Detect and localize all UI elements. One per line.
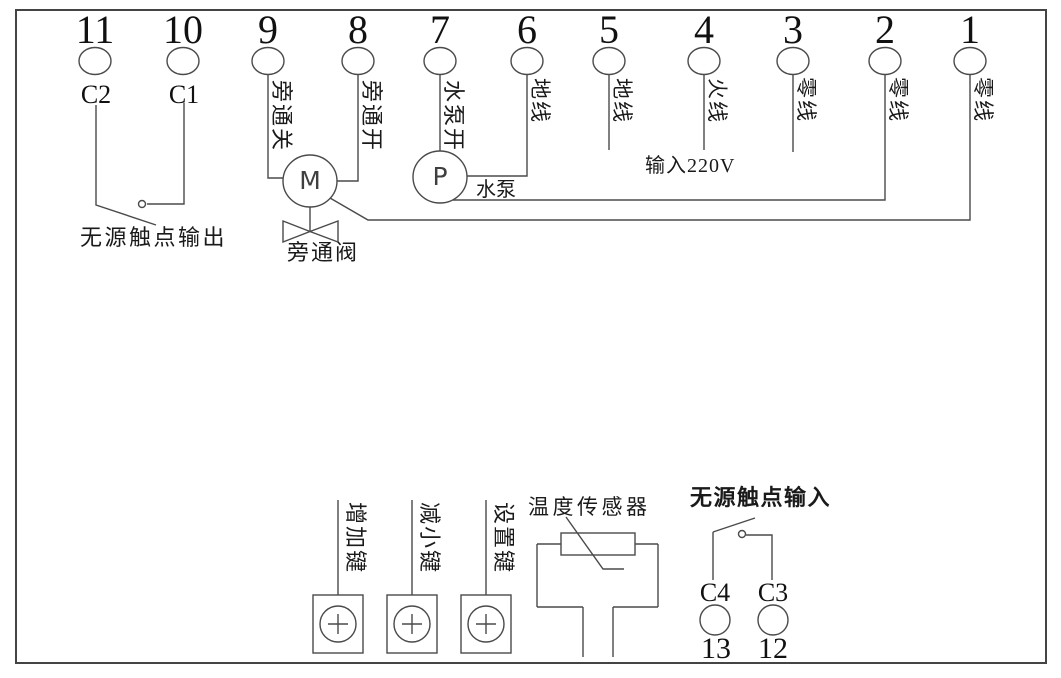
- pump-to-terminal-2-wire: [453, 75, 886, 201]
- valve-bowtie-left: [282, 219, 312, 244]
- terminal-8-label: 旁通开: [359, 80, 384, 153]
- set-button-label: 设置键: [491, 502, 516, 575]
- c1-wire: [147, 103, 185, 205]
- wires-and-symbols: [78, 46, 987, 657]
- terminal-6-label: 地线: [528, 78, 552, 124]
- terminal-7-number: 7: [430, 7, 450, 52]
- motor-letter: M: [299, 166, 321, 195]
- terminal-13-label: C4: [699, 578, 731, 607]
- thermistor-diagonal: [565, 516, 624, 570]
- decrease-button-plus-icon: [402, 614, 422, 634]
- terminal-8-number: 8: [348, 7, 368, 52]
- set-button-plus-icon: [476, 614, 496, 634]
- increase-button-body: [312, 594, 364, 654]
- set-button-body: [460, 594, 512, 654]
- terminal-12-label: C3: [757, 578, 789, 607]
- terminal-9-wire: [267, 75, 283, 179]
- terminal-2-number: 2: [875, 7, 895, 52]
- thermistor-body: [560, 532, 636, 556]
- input-switch-blade: [712, 517, 756, 533]
- terminal-11-circle: [78, 46, 112, 76]
- valve-bowtie-right: [308, 219, 339, 244]
- decrease-button-cap: [393, 605, 431, 643]
- terminal-8-circle: [341, 46, 375, 76]
- dry-contact-input-label: 无源触点输入: [690, 485, 832, 510]
- pump-letter: P: [432, 162, 448, 191]
- increase-button-cap: [319, 605, 357, 643]
- terminal-4-number: 4: [694, 7, 714, 52]
- pump-circle: [412, 150, 468, 204]
- terminal-7-label: 水泵开: [441, 80, 466, 153]
- c2-wire-and-blade: [95, 105, 157, 226]
- terminal-13-circle: [699, 604, 731, 636]
- increase-button-label: 增加键: [343, 502, 368, 575]
- terminal-10-number: 10: [163, 7, 203, 52]
- increase-button-plus-icon: [328, 614, 348, 634]
- temperature-sensor-label: 温度传感器: [528, 495, 651, 519]
- terminal-1-number: 1: [960, 7, 980, 52]
- terminal-11-label: C2: [80, 80, 112, 109]
- terminal-6-circle: [510, 46, 544, 76]
- terminal-6-number: 6: [517, 7, 537, 52]
- dry-contact-output-label: 无源触点输出: [80, 225, 228, 250]
- terminal-9-number: 9: [258, 7, 278, 52]
- terminal-13-number: 13: [701, 632, 731, 665]
- terminal-1-label: 零线: [971, 77, 995, 123]
- contact-point-output: [137, 199, 147, 209]
- pump-to-terminal-6-wire: [467, 75, 528, 177]
- terminal-2-label: 零线: [886, 77, 910, 123]
- terminal-3-circle: [776, 46, 810, 76]
- terminal-12-circle: [757, 604, 789, 636]
- terminal-8-wire: [337, 75, 359, 182]
- input-voltage-label: 输入220V: [645, 155, 736, 177]
- terminal-5-label: 地线: [610, 78, 634, 124]
- terminal-5-circle: [592, 46, 626, 76]
- terminal-9-label: 旁通关: [269, 80, 294, 153]
- terminal-7-circle: [423, 46, 457, 76]
- decrease-button-label: 减小键: [417, 502, 442, 575]
- bypass-valve-label: 旁通阀: [287, 240, 360, 265]
- terminal-4-circle: [687, 46, 721, 76]
- contact-point-input: [737, 529, 747, 539]
- terminal-9-circle: [251, 46, 285, 76]
- terminal-2-circle: [868, 46, 902, 76]
- diagram-border: [15, 9, 1047, 664]
- terminal-12-number: 12: [758, 632, 788, 665]
- terminal-1-circle: [953, 46, 987, 76]
- motor-to-terminal-1-wire: [329, 75, 971, 221]
- terminal-3-number: 3: [783, 7, 803, 52]
- decrease-button-body: [386, 594, 438, 654]
- terminal-3-label: 零线: [794, 77, 818, 123]
- terminal-10-label: C1: [168, 80, 200, 109]
- pump-label: 水泵: [476, 179, 516, 201]
- terminal-4-label: 火线: [705, 78, 729, 124]
- terminal-5-number: 5: [599, 7, 619, 52]
- terminal-10-circle: [166, 46, 200, 76]
- c3-wire: [746, 534, 773, 580]
- set-button-cap: [467, 605, 505, 643]
- sensor-housing: [536, 543, 659, 657]
- terminal-11-number: 11: [75, 7, 115, 52]
